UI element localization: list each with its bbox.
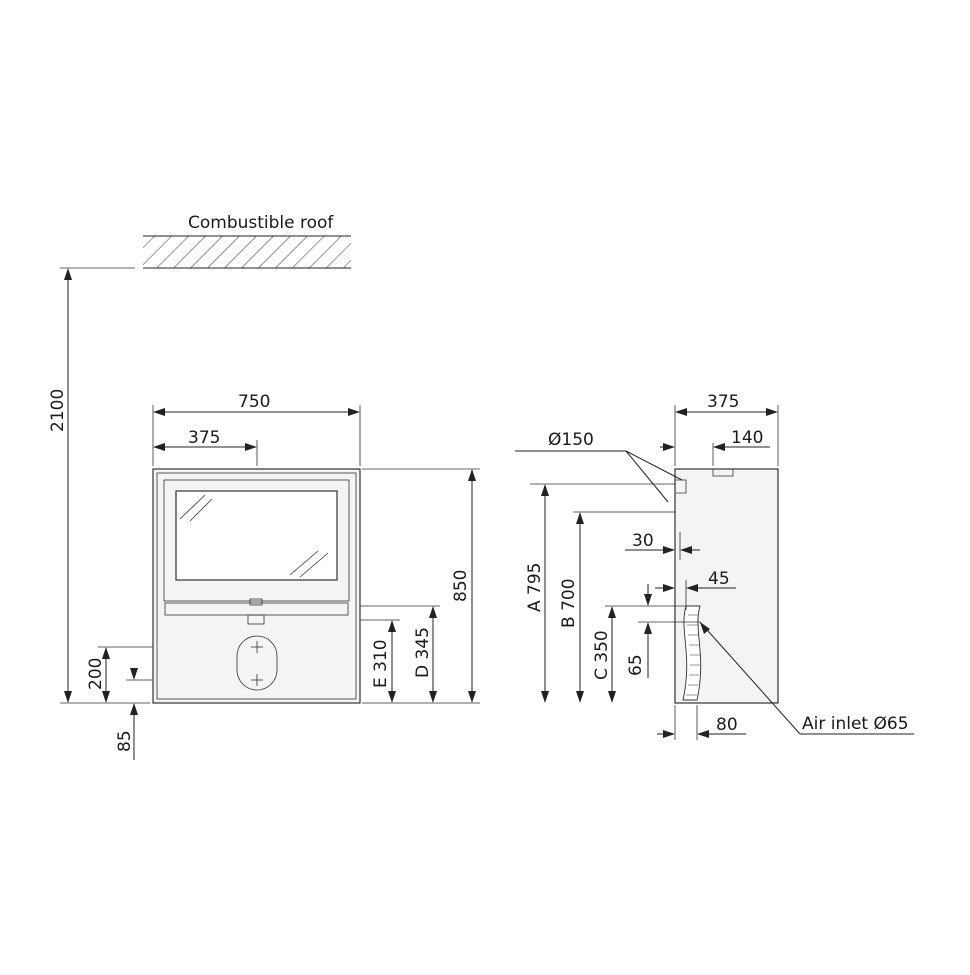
arrow-down-850	[468, 691, 476, 703]
arrow-up-a	[541, 484, 549, 496]
dim-b-700: B 700	[559, 578, 579, 628]
glass-reflection-3	[289, 550, 319, 576]
arrow-down-a	[541, 691, 549, 703]
dim-375-front: 375	[188, 428, 220, 448]
arrow-left-2	[153, 443, 165, 451]
arrow-80-right	[697, 730, 709, 738]
arrow-45-right	[686, 584, 698, 592]
glass-reflection-4	[299, 552, 329, 578]
arrow-right	[348, 408, 360, 416]
dim-a-795: A 795	[525, 563, 545, 612]
front-view-dimensions: 2100 750 375 850 E 310 D 345	[48, 267, 480, 760]
arrow-80-left	[663, 730, 675, 738]
dim-e-310: E 310	[371, 639, 391, 688]
arrow-side-right	[766, 408, 778, 416]
stove-handle	[249, 598, 263, 606]
leader-air-inlet	[699, 621, 801, 735]
front-view-stove	[152, 468, 361, 704]
combustible-roof: Combustible roof	[143, 213, 351, 269]
air-inlet-hose	[682, 605, 702, 701]
stove-front-inner	[156, 472, 357, 700]
dim-140: 140	[731, 428, 763, 448]
arrow-65-top	[644, 594, 652, 606]
arrow-side-left	[675, 408, 687, 416]
stove-latch	[247, 614, 265, 625]
dim-65: 65	[626, 654, 646, 676]
arrow-140-left	[663, 443, 675, 451]
air-inlet-label: Air inlet Ø65	[802, 714, 909, 734]
arrow-down	[64, 691, 72, 703]
arrow-30-right	[680, 546, 692, 554]
arrow-up	[64, 268, 72, 280]
dim-c-350: C 350	[592, 630, 612, 680]
dim-85: 85	[115, 730, 135, 752]
arrow-140-right	[713, 443, 725, 451]
arrow-30-left	[663, 546, 675, 554]
arrow-up-d	[429, 606, 437, 618]
arrow-85-bottom	[130, 703, 138, 715]
arrow-up-e	[388, 620, 396, 632]
arrow-down-d	[429, 691, 437, 703]
stove-air-opening	[236, 635, 278, 691]
dim-diameter-150: Ø150	[548, 430, 594, 450]
arrow-up-c	[608, 606, 616, 618]
dim-d-345: D 345	[413, 627, 433, 678]
dim-750: 750	[238, 392, 270, 412]
arrow-up-850	[468, 469, 476, 481]
dim-80: 80	[716, 715, 738, 735]
stove-glass	[175, 490, 338, 581]
dim-850: 850	[451, 570, 471, 602]
arrow-85-top	[130, 668, 138, 680]
dim-30: 30	[632, 531, 654, 551]
dim-200: 200	[86, 658, 106, 690]
side-view-dimensions: 375 140 Ø150 A 795 B 700 C 350	[515, 392, 914, 740]
arrow-down-e	[388, 691, 396, 703]
arrow-up-200	[102, 647, 110, 659]
flue-top	[712, 469, 734, 477]
arrow-left	[153, 408, 165, 416]
arrow-down-b	[576, 691, 584, 703]
arrow-down-c	[608, 691, 616, 703]
glass-reflection-2	[189, 498, 213, 522]
dim-2100: 2100	[48, 389, 68, 432]
hose-ribs	[686, 614, 701, 696]
stove-door-frame	[163, 479, 350, 602]
glass-reflection-1	[179, 494, 206, 520]
leader-150-a	[625, 450, 683, 481]
arrow-45-left	[663, 584, 675, 592]
arrow-air-inlet	[700, 622, 710, 634]
arrow-down-200	[102, 691, 110, 703]
arrow-65-bottom	[644, 622, 652, 634]
dim-45: 45	[708, 569, 730, 589]
arrow-right-2	[245, 443, 257, 451]
arrow-up-b	[576, 512, 584, 524]
dim-375-side: 375	[707, 392, 739, 412]
leader-150-b	[625, 450, 669, 503]
roof-hatch	[143, 236, 351, 268]
roof-label: Combustible roof	[188, 213, 334, 233]
